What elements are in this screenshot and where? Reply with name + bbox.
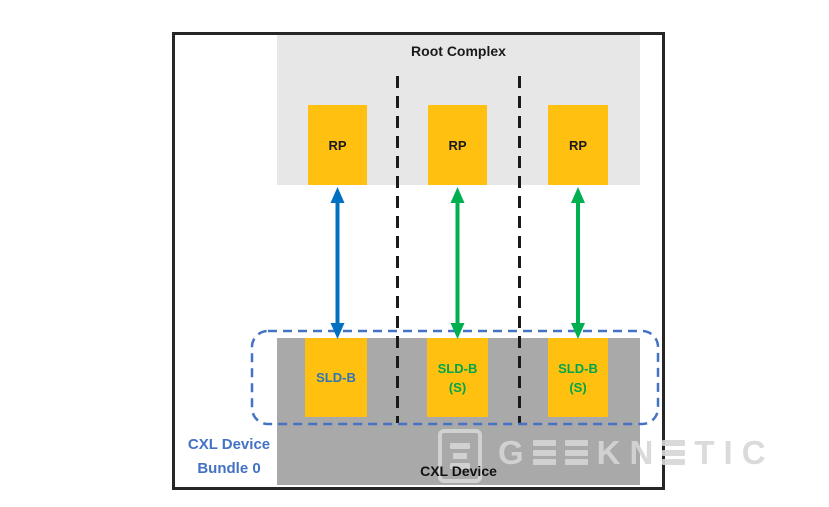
- sld-b-box-3: SLD-B (S): [548, 338, 608, 417]
- sld-b-box-2: SLD-B (S): [427, 338, 488, 417]
- cxl-device-label: CXL Device: [420, 463, 497, 479]
- partition-dashed-line-2: [518, 76, 521, 423]
- link-arrow-green-1: [450, 187, 465, 339]
- root-port-3: RP: [548, 105, 608, 185]
- diagram-outer-frame: Root Complex RP RP RP SLD-B SLD-B (S) SL…: [172, 32, 665, 490]
- watermark-letter-i: I: [723, 434, 733, 471]
- watermark-letter-e: [662, 440, 686, 465]
- root-port-2: RP: [428, 105, 487, 185]
- root-port-2-label: RP: [448, 137, 467, 153]
- bundle-label-line1: CXL Device: [187, 436, 271, 453]
- watermark-letter-t: T: [694, 434, 715, 471]
- root-port-1-label: RP: [328, 137, 347, 153]
- link-arrow-blue: [330, 187, 345, 339]
- sld-b-3-label: SLD-B: [558, 360, 598, 376]
- root-complex-title: Root Complex: [411, 43, 506, 59]
- bundle-label-line2: Bundle 0: [197, 460, 261, 477]
- partition-dashed-line-1: [396, 76, 399, 423]
- sld-b-2-label: SLD-B: [437, 360, 478, 376]
- root-port-3-label: RP: [568, 137, 588, 153]
- sld-b-2-sublabel: (S): [448, 379, 467, 395]
- cxl-device-bundle-label: CXL Device Bundle 0: [177, 433, 281, 481]
- root-port-1: RP: [308, 105, 367, 185]
- sld-b-1-label: SLD-B: [316, 370, 356, 385]
- diagram-content: Root Complex RP RP RP SLD-B SLD-B (S) SL…: [175, 35, 662, 487]
- sld-b-3-sublabel: (S): [569, 379, 587, 395]
- watermark-letter-c: C: [741, 434, 766, 471]
- sld-b-box-1: SLD-B: [305, 338, 367, 417]
- link-arrow-green-2: [571, 187, 585, 339]
